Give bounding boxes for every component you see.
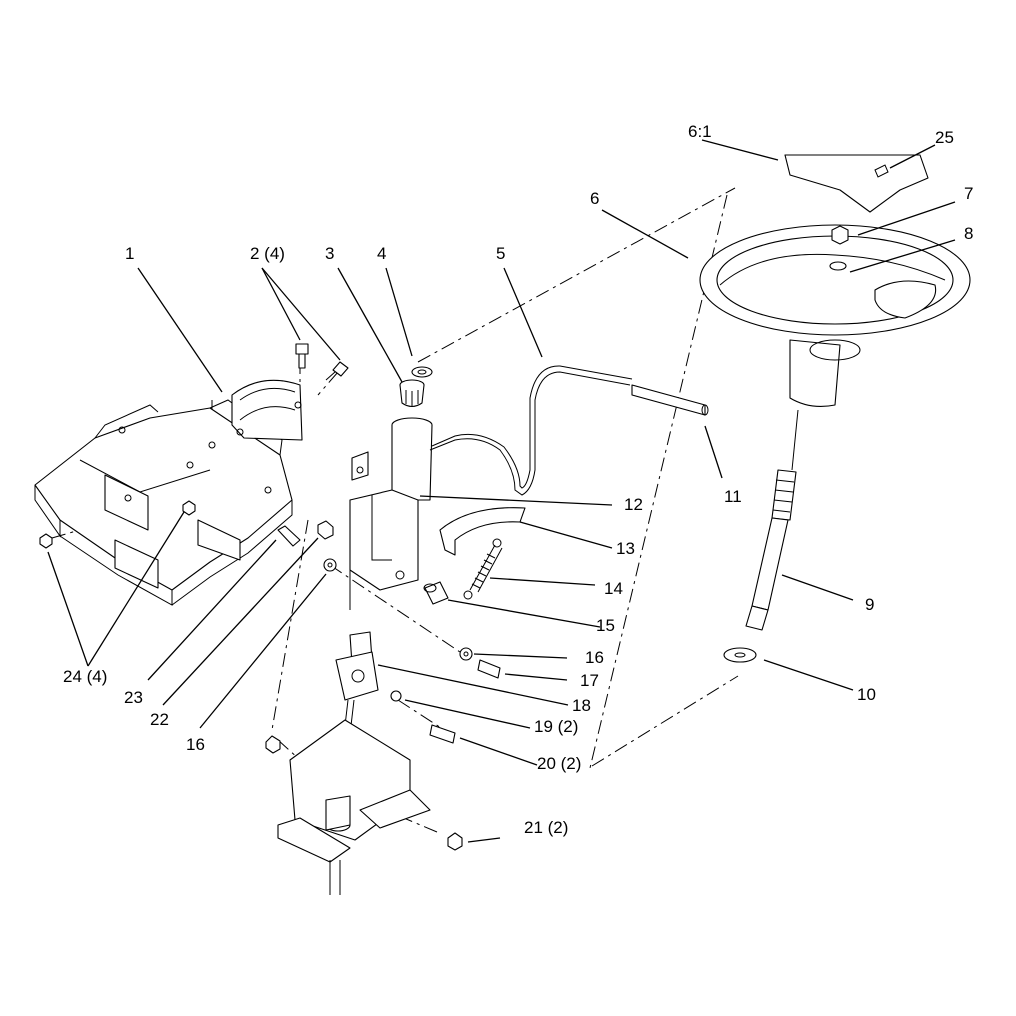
spring-14	[463, 538, 503, 600]
steering-shaft-9	[745, 409, 799, 631]
callout-14: 14	[604, 579, 623, 598]
spacer-15	[423, 581, 449, 605]
callout-18: 18	[572, 696, 591, 715]
callout-5: 5	[496, 244, 505, 263]
callout-23: 23	[124, 688, 143, 707]
callout-16-right: 16	[585, 648, 604, 667]
callout-4: 4	[377, 244, 386, 263]
bushing-3	[399, 379, 425, 408]
callout-8: 8	[964, 224, 973, 243]
washer-10	[723, 647, 757, 663]
rod-5	[429, 365, 709, 496]
hardware-16-17-22-23	[265, 520, 501, 754]
callout-9: 9	[865, 595, 874, 614]
callout-12: 12	[624, 495, 643, 514]
callout-17: 17	[580, 671, 599, 690]
steering-wheel-cap	[784, 154, 929, 213]
callout-15: 15	[596, 616, 615, 635]
callout-3: 3	[325, 244, 334, 263]
callout-24: 24 (4)	[63, 667, 107, 686]
cover-plate-13	[439, 507, 526, 556]
washer-bolt-19-20	[390, 690, 456, 744]
callout-labels: 1 2 (4) 3 4 5 6 6:1 25 7 8 9 10 11 12 13…	[63, 122, 973, 837]
bolt-2	[295, 343, 349, 381]
callout-6-1: 6:1	[688, 122, 712, 141]
callout-11: 11	[724, 487, 742, 506]
callout-13: 13	[616, 539, 635, 558]
callout-21: 21 (2)	[524, 818, 568, 837]
steering-column-12	[349, 417, 433, 610]
leader-lines	[47, 139, 956, 843]
frame-mounting-plate	[34, 399, 293, 606]
callout-20: 20 (2)	[537, 754, 581, 773]
callout-25: 25	[935, 128, 954, 147]
callout-2: 2 (4)	[250, 244, 285, 263]
washer-4	[411, 366, 433, 378]
callout-6: 6	[590, 189, 599, 208]
nut-24	[39, 500, 196, 549]
callout-7: 7	[964, 184, 973, 203]
steering-bracket	[231, 379, 303, 441]
lower-bracket	[277, 719, 463, 895]
callout-1: 1	[125, 244, 134, 263]
callout-19: 19 (2)	[534, 717, 578, 736]
callout-22: 22	[150, 710, 169, 729]
callout-16-left: 16	[186, 735, 205, 754]
callout-10: 10	[857, 685, 876, 704]
steering-wheel-6	[699, 224, 971, 407]
